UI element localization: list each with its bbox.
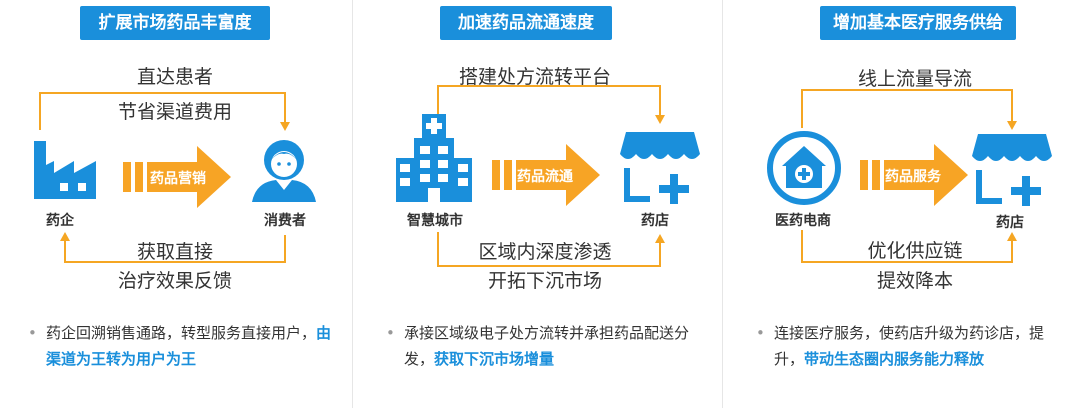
bottom-label: 获取直接	[136, 241, 213, 263]
consumer-icon	[248, 138, 320, 208]
flow-lines	[801, 89, 1017, 263]
panel-title: 加速药品流通速度	[440, 6, 612, 40]
description-highlight: 带动生态圈内服务能力释放	[804, 350, 985, 368]
flow-arrow-label: 药品服务	[885, 169, 941, 185]
node-name-left: 医药电商	[775, 213, 831, 229]
panel-description: • 承接区域级电子处方流转并承担药品配送分发，获取下沉市场增量	[386, 320, 706, 372]
top-label: 搭建处方流转平台	[458, 66, 611, 88]
description-text: 连接医疗服务，使药店升级为药诊店，提升，	[774, 324, 1045, 368]
node-name-right: 药店	[996, 215, 1024, 231]
flow-arrow-label: 药品营销	[150, 171, 206, 187]
hospital-building-icon	[394, 112, 474, 208]
panel-description: • 连接医疗服务，使药店升级为药诊店，提升，带动生态圈内服务能力释放	[756, 320, 1072, 372]
flow-arrow	[492, 140, 602, 214]
bullet: •	[386, 324, 395, 342]
bullet: •	[28, 324, 37, 342]
factory-icon	[30, 133, 102, 209]
description-text: 药企回溯销售通路，转型服务直接用户，	[46, 324, 317, 342]
top-label: 线上流量导流	[857, 68, 972, 90]
node-name-left: 药企	[46, 213, 74, 229]
node-name-right: 药店	[641, 213, 669, 229]
description-text: 承接区域级电子处方流转并承担药品配送分发，	[404, 324, 690, 368]
bottom-label: 优化供应链	[867, 240, 963, 262]
flow-arrow	[860, 140, 970, 214]
description-highlight: 获取下沉市场增量	[434, 350, 555, 368]
top-label-secondary: 节省渠道费用	[117, 101, 232, 123]
node-name-left: 智慧城市	[407, 213, 463, 229]
flow-lines	[39, 92, 290, 263]
panel-title: 扩展市场药品丰富度	[80, 6, 270, 40]
store-icon	[970, 130, 1054, 214]
store-icon	[618, 128, 702, 212]
bottom-label-secondary: 开拓下沉市场	[487, 270, 602, 292]
bullet: •	[756, 324, 765, 342]
flow-arrow	[123, 142, 233, 216]
bottom-label-secondary: 提效降本	[876, 270, 953, 292]
top-label: 直达患者	[136, 66, 213, 88]
panel-market-expansion: 扩展市场药品丰富度 直达患者 节省渠道费用 药企 药品营销	[0, 0, 352, 408]
panel-medical-service-supply: 增加基本医疗服务供给 线上流量导流 医药电商 药品服务	[730, 0, 1080, 408]
panel-circulation-speed: 加速药品流通速度 搭建处方流转平台 智慧城市	[360, 0, 712, 408]
panel-description: • 药企回溯销售通路，转型服务直接用户，由渠道为王转为用户为王	[28, 320, 333, 372]
panel-title: 增加基本医疗服务供给	[820, 6, 1016, 40]
flow-arrow-label: 药品流通	[517, 169, 573, 185]
bottom-label: 区域内深度渗透	[478, 241, 612, 263]
description-highlight: 由渠道为王转为用户为王	[46, 324, 332, 368]
panel-divider	[352, 0, 353, 408]
medical-ecommerce-icon	[766, 130, 842, 210]
panel-divider	[722, 0, 723, 408]
bottom-label-secondary: 治疗效果反馈	[117, 270, 232, 292]
flow-lines	[437, 85, 665, 267]
node-name-right: 消费者	[264, 213, 306, 229]
